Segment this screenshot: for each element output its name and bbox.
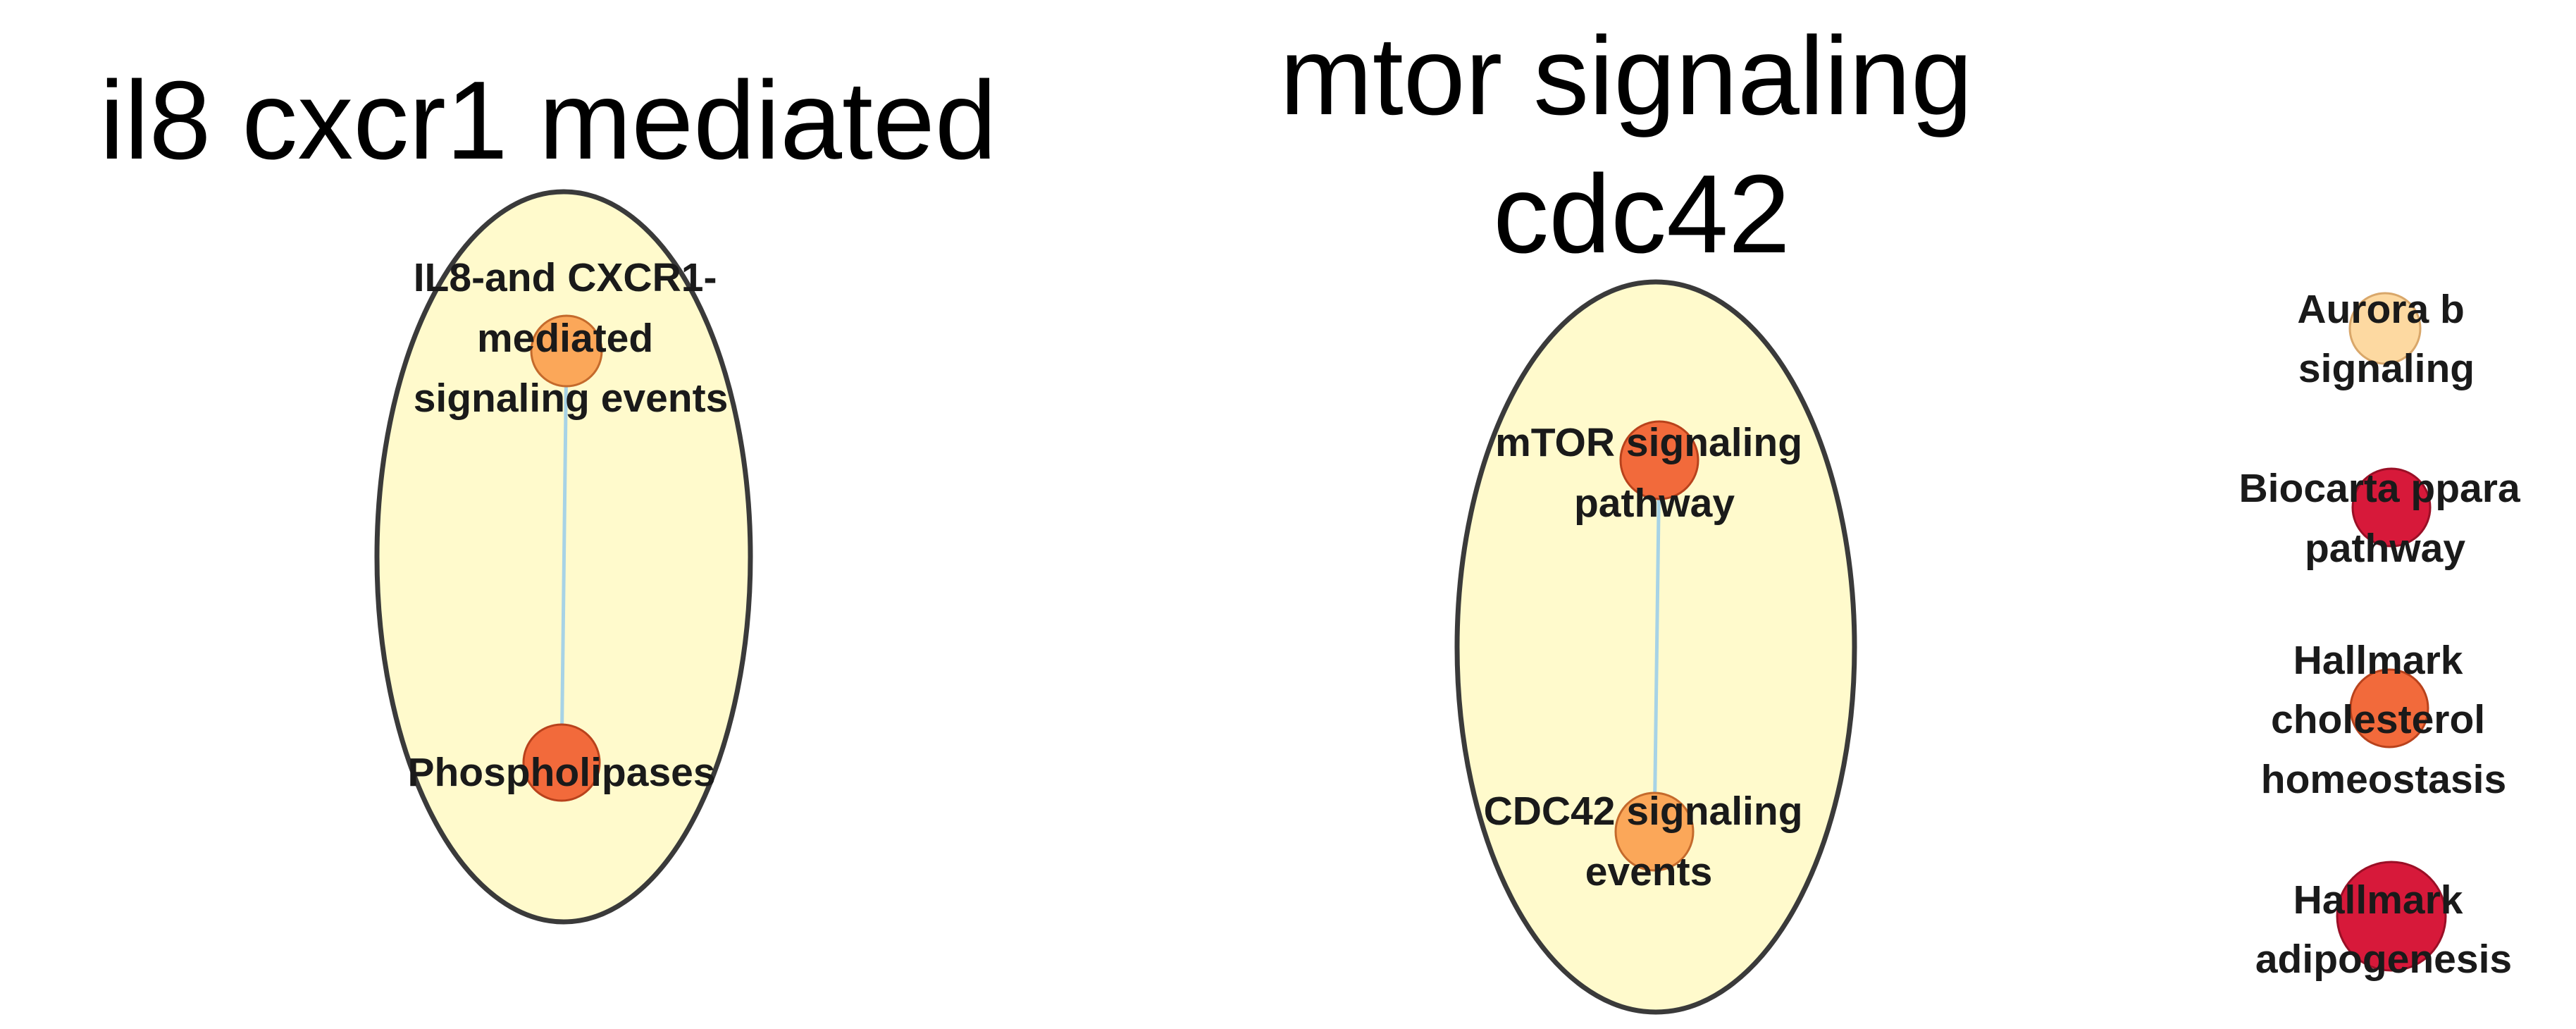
node-circle[interactable]: [1614, 791, 1695, 872]
edge: [559, 350, 569, 763]
singleton-adipogenesis: Hallmark adipogenesis: [2255, 861, 2512, 982]
node-label: Hallmark cholesterol homeostasis: [2261, 638, 2506, 802]
node-circle[interactable]: [2351, 467, 2432, 548]
node-label: IL8-and CXCR1- mediated signaling events: [414, 255, 729, 421]
node-label: Aurora b signaling: [2297, 287, 2475, 391]
node-circle[interactable]: [1619, 420, 1699, 500]
edge: [1652, 460, 1661, 832]
node-circle[interactable]: [530, 314, 603, 388]
node-label: Biocarta ppara pathway: [2239, 466, 2532, 571]
cluster-title: mtor signaling cdc42: [1280, 14, 2003, 276]
singleton-cholesterol: Hallmark cholesterol homeostasis: [2261, 638, 2506, 802]
node-circle[interactable]: [2348, 292, 2422, 365]
node-label: mTOR signaling pathway: [1495, 420, 1814, 526]
node-label: Hallmark adipogenesis: [2255, 877, 2512, 982]
singleton-ppara: Biocarta ppara pathway: [2239, 466, 2532, 571]
node-circle[interactable]: [2336, 861, 2447, 972]
node-label: CDC42 signaling events: [1484, 789, 1814, 894]
singleton-aurora: Aurora b signaling: [2297, 287, 2475, 391]
cluster-il8: il8 cxcr1 mediated IL8-and CXCR1- mediat…: [99, 58, 997, 925]
cluster-mtor: mtor signaling cdc42 mTOR signaling path…: [1280, 14, 2003, 1015]
node-circle[interactable]: [522, 723, 601, 802]
node-circle[interactable]: [2349, 668, 2429, 748]
singleton-nodes: Aurora b signaling Biocarta ppara pathwa…: [2239, 287, 2532, 982]
node-label: Phospholipases: [407, 750, 715, 795]
cluster-title: il8 cxcr1 mediated: [99, 58, 996, 183]
